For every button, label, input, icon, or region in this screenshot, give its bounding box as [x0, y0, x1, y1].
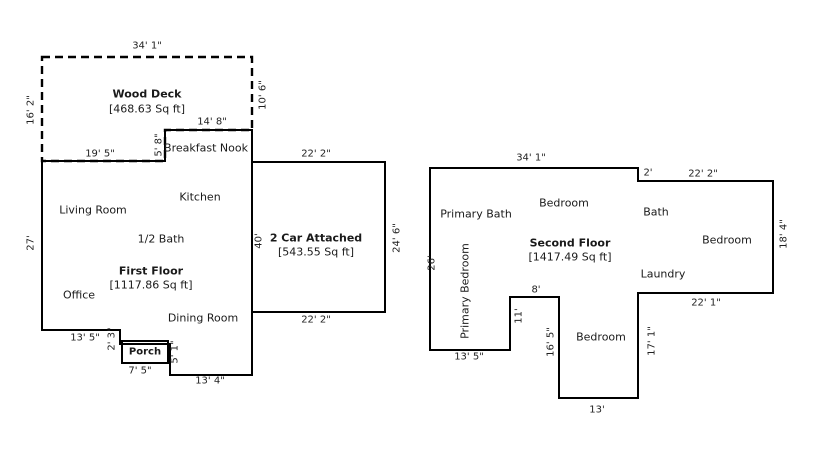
floor-area-first-floor: [1117.86 Sq ft]	[109, 278, 193, 292]
room-area-garage: [543.55 Sq ft]	[277, 245, 355, 259]
room-label-half-bath: 1/2 Bath	[137, 232, 185, 246]
room-label-bedroom-right: Bedroom	[702, 233, 752, 247]
dim-deck-right: 10' 6"	[257, 80, 269, 110]
dim-porch-step: 2' 3"	[106, 327, 118, 351]
room-label-wood-deck: Wood Deck	[112, 87, 182, 101]
room-label-primary-bedroom: Primary Bedroom	[458, 243, 472, 339]
dim-nook-top: 14' 8"	[197, 116, 227, 128]
dim-sf-step: 2'	[643, 167, 653, 179]
dim-deck-top: 34' 1"	[132, 40, 162, 52]
dim-sf-left-side: 26'	[426, 255, 438, 271]
room-label-bath: Bath	[643, 205, 669, 219]
dim-sf-bottom-left: 13' 5"	[454, 351, 484, 363]
dim-sf-right-side: 18' 4"	[778, 219, 790, 249]
floor-title-first-floor: First Floor	[118, 264, 184, 278]
room-label-living-room: Living Room	[59, 203, 127, 217]
dim-garage-bottom: 22' 2"	[301, 314, 331, 326]
room-label-primary-bath: Primary Bath	[440, 207, 512, 221]
room-label-laundry: Laundry	[640, 267, 686, 281]
dim-right-wall: 40'	[253, 233, 265, 249]
dim-garage-top: 22' 2"	[301, 148, 331, 160]
room-label-garage: 2 Car Attached	[269, 231, 363, 245]
dim-deck-left: 16' 2"	[25, 95, 37, 125]
dim-deck-bottom: 19' 5"	[85, 148, 115, 160]
garage-outline	[251, 161, 386, 313]
dim-bottom-left: 13' 5"	[70, 332, 100, 344]
room-label-porch: Porch	[128, 346, 162, 358]
room-label-bedroom-bottom: Bedroom	[576, 330, 626, 344]
porch-outline	[121, 340, 169, 364]
room-label-kitchen: Kitchen	[179, 190, 221, 204]
dim-sf-right-mid: 22' 1"	[691, 297, 721, 309]
second-floor-outline	[429, 167, 774, 399]
dim-left-side: 27'	[25, 235, 37, 251]
dim-sf-bottom: 13'	[589, 404, 605, 416]
room-label-dining-room: Dining Room	[167, 311, 239, 325]
dim-nook-left: 5' 8"	[153, 133, 165, 157]
dim-sf-top-right: 22' 2"	[688, 168, 718, 180]
dim-porch-bottom: 7' 5"	[128, 365, 152, 377]
dim-sf-notch-left: 11'	[513, 308, 525, 324]
room-label-bedroom-top: Bedroom	[539, 196, 589, 210]
dim-garage-right: 24' 6"	[391, 223, 403, 253]
room-label-breakfast-nook: Breakfast Nook	[164, 141, 248, 155]
first-floor-outline	[41, 129, 253, 376]
dim-sf-top: 34' 1"	[516, 152, 546, 164]
floor-area-second-floor: [1417.49 Sq ft]	[528, 250, 612, 264]
dim-sf-mid-wall: 17' 1"	[646, 326, 658, 356]
dim-sf-notch-right: 16' 5"	[545, 327, 557, 357]
room-area-wood-deck: [468.63 Sq ft]	[108, 102, 186, 116]
dim-bottom-right: 13' 4"	[195, 375, 225, 387]
dim-porch-right: 5' 1"	[169, 340, 181, 364]
floor-title-second-floor: Second Floor	[529, 236, 611, 250]
room-label-office: Office	[62, 288, 96, 302]
dim-sf-notch-top: 8'	[531, 284, 541, 296]
